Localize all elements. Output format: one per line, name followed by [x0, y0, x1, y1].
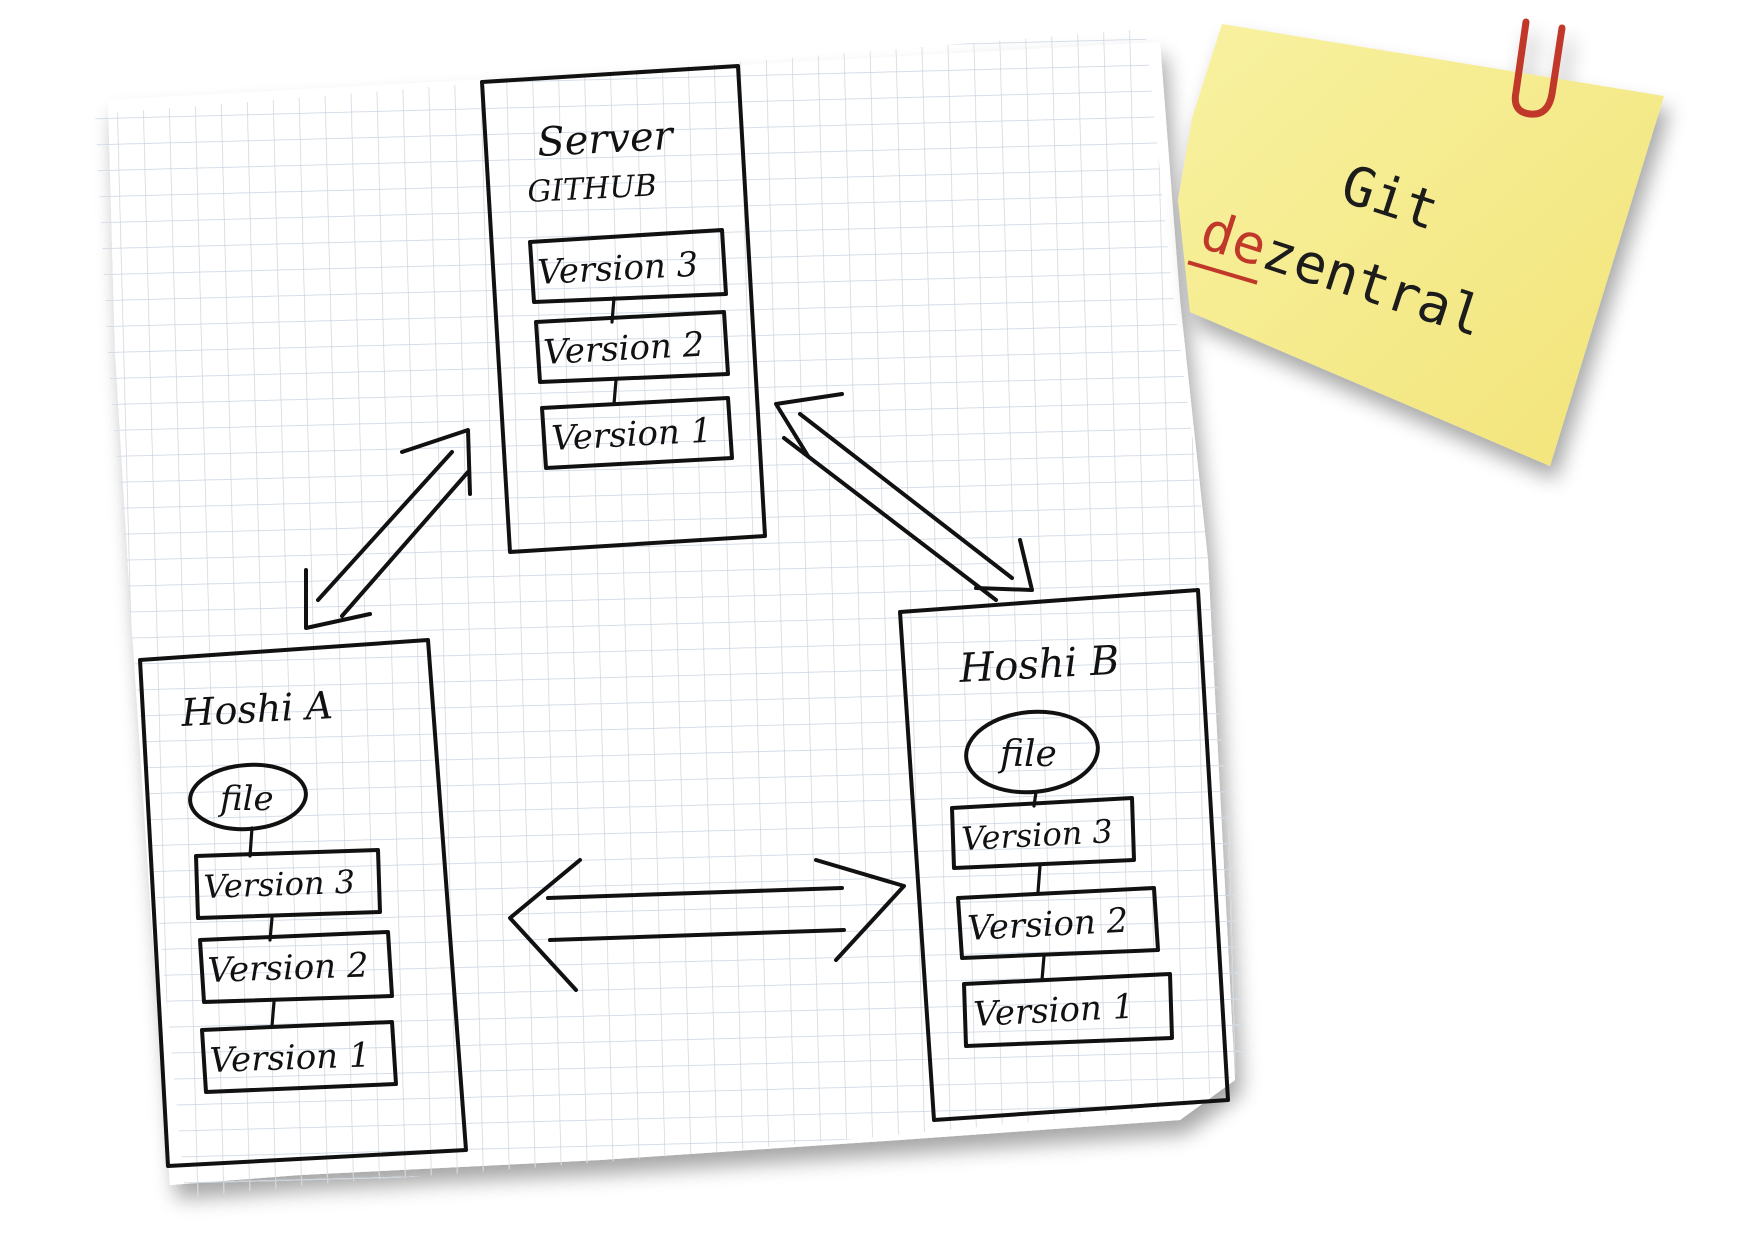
- arrow-shaft: [782, 436, 998, 602]
- node-b: Hoshi B file Version 3 Version 2 Version…: [898, 588, 1230, 1122]
- server-version-label: Version 3: [536, 245, 699, 293]
- node-b-box: [898, 588, 1230, 1122]
- node-a-version-box: [194, 848, 382, 920]
- node-a-version-label: Version 1: [209, 1035, 371, 1081]
- node-a-version-label: Version 2: [207, 945, 369, 991]
- arrow-head: [774, 392, 844, 458]
- node-a-box: [138, 638, 468, 1168]
- server-subtitle: GITHUB: [527, 168, 658, 210]
- node-a-version-label: Version 3: [203, 863, 356, 906]
- arrow-shaft: [340, 470, 470, 618]
- node-b-version-label: Version 2: [966, 901, 1129, 949]
- file-label: file: [217, 779, 274, 819]
- arrow-node-a-node-b: [508, 858, 906, 992]
- server-version-box: [528, 228, 728, 304]
- arrow-shaft: [316, 450, 454, 602]
- arrow-server-node-a: [304, 428, 472, 630]
- node-b-version-box: [962, 972, 1174, 1048]
- node-b-version-label: Version 3: [960, 812, 1113, 858]
- node-b-version-label: Version 1: [972, 987, 1135, 1035]
- server-version-box: [540, 396, 734, 470]
- arrow-head: [400, 428, 472, 496]
- connector-line: [612, 378, 618, 406]
- arrow-head: [974, 538, 1034, 592]
- server-box: [480, 64, 767, 554]
- node-a-title: Hoshi A: [179, 683, 334, 735]
- connector-line: [248, 826, 254, 858]
- arrow-shaft: [546, 886, 844, 900]
- arrow-server-node-b: [774, 392, 1034, 602]
- server-version-box: [534, 310, 730, 384]
- server-title: Server: [536, 113, 677, 166]
- connector-line: [270, 1000, 276, 1028]
- node-a-version-box: [200, 1020, 398, 1094]
- node-b-version-box: [956, 886, 1160, 960]
- server-node: Server GITHUB Version 3 Version 2 Versio…: [480, 64, 767, 554]
- paperclip-icon: [1511, 18, 1566, 118]
- node-a-version-box: [198, 930, 394, 1004]
- file-node: [188, 762, 308, 832]
- arrow-head: [508, 858, 582, 992]
- sticky-note: Git dezentral: [1178, 18, 1664, 466]
- arrow-shaft: [798, 412, 1014, 580]
- server-version-label: Version 2: [542, 325, 705, 373]
- arrow-head: [814, 858, 906, 962]
- sticky-note-paper: [1178, 24, 1664, 466]
- server-version-label: Version 1: [550, 411, 713, 459]
- node-b-version-box: [950, 796, 1136, 870]
- node-b-title: Hoshi B: [957, 638, 1120, 692]
- connector-line: [1040, 954, 1046, 982]
- connector-line: [1036, 864, 1042, 894]
- arrow-head: [304, 568, 372, 630]
- arrow-shaft: [548, 928, 846, 942]
- node-a: Hoshi A file Version 3 Version 2 Version…: [138, 638, 468, 1168]
- file-label: file: [997, 734, 1057, 775]
- prefix-underline: [1187, 260, 1258, 285]
